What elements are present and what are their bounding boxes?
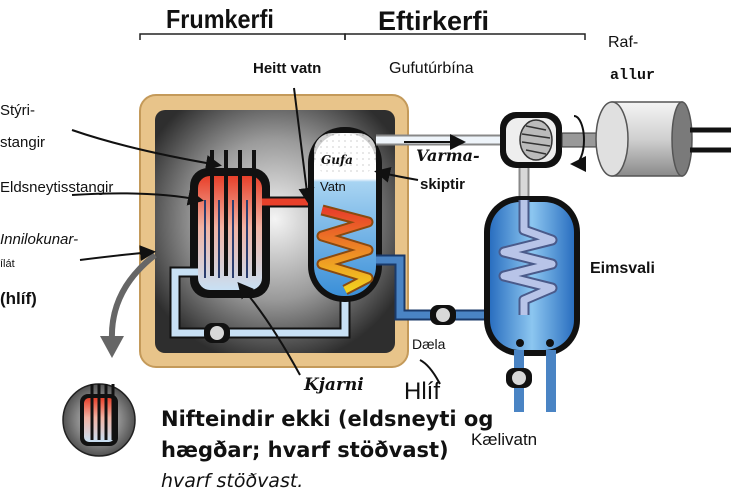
core-label: Kjarni	[304, 375, 364, 395]
cooling-water-pipes	[506, 350, 556, 412]
system-brackets	[139, 33, 586, 40]
steam-label: Gufa	[321, 153, 353, 167]
heat-exchanger-label-line1: Varma-	[416, 146, 480, 165]
shield-label: Hlíf	[404, 378, 440, 405]
caption-line3: hvarf stöðvast.	[161, 470, 304, 492]
inset-arrow-head	[100, 336, 124, 358]
primary-system-label: Frumkerfi	[166, 4, 274, 34]
control-rods-label-line2: stangir	[0, 134, 46, 151]
condenser	[484, 196, 580, 356]
secondary-loop	[376, 134, 530, 321]
cooling-water-label: Kælivatn	[471, 430, 538, 449]
inset-shutdown-core	[62, 383, 136, 457]
control-rods-label-line1: Stýri-	[0, 102, 35, 119]
generator-label-line1: Raf-	[608, 34, 639, 51]
caption-line2: hægðar; hvarf stöðvast)	[161, 438, 449, 462]
reactor-core	[190, 150, 270, 298]
containment-label-line2: ílát	[0, 258, 15, 270]
secondary-system-label: Eftirkerfi	[378, 6, 490, 36]
steam-generator	[308, 127, 382, 302]
primary-pump-icon	[204, 323, 230, 343]
condenser-label: Eimsvali	[590, 260, 655, 277]
turbine	[500, 112, 613, 172]
leader-lines	[71, 87, 466, 385]
hot-water-label: Heitt vatn	[253, 60, 322, 77]
turbine-label: Gufutúrbína	[389, 60, 474, 77]
generator-label-line2: allur	[610, 67, 656, 84]
inset-arrow	[108, 252, 157, 341]
generator	[595, 101, 731, 177]
heat-exchanger-label-line2: skiptir	[420, 176, 466, 193]
water-label: Vatn	[320, 179, 346, 194]
pump-label: Dæla	[412, 336, 446, 352]
caption-line1: Nifteindir ekki (eldsneyti og	[161, 407, 494, 431]
fuel-rods-label: Eldsneytisstangir	[0, 179, 114, 196]
secondary-pump-icon	[430, 305, 456, 325]
containment-label-line1: Innilokunar-	[0, 231, 79, 248]
containment-label-line3: (hlíf)	[0, 289, 37, 308]
